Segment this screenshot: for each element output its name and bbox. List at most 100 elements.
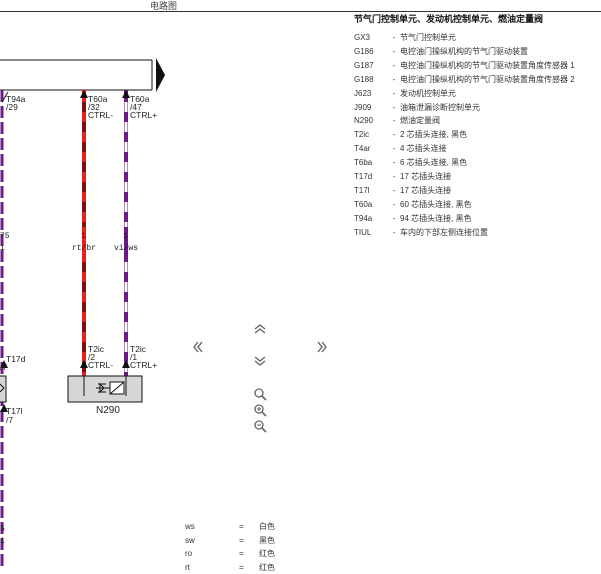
legend-item-sep: -: [388, 128, 400, 142]
legend-item: T2ic-2 芯插头连接, 黑色: [354, 128, 599, 142]
circuit-diagram[interactable]: T94a /29 75 i T17d /7 T17l /7 5 i T60a /…: [0, 12, 340, 569]
legend-item-desc: 燃油定量阀: [400, 114, 440, 128]
continue-arrow-icon: [156, 58, 165, 92]
legend-item-sep: -: [388, 184, 400, 198]
zoom-out-icon: [253, 419, 267, 433]
legend-item-desc: 电控油门操纵机构的节气门驱动装置角度传感器 2: [400, 73, 575, 87]
wire-1-mid-col: i: [0, 244, 5, 253]
legend-item-desc: 电控油门操纵机构的节气门驱动装置: [400, 45, 528, 59]
wire-1-bot2-sub: /7: [6, 416, 13, 424]
circuit-diagram-canvas: [0, 12, 340, 569]
legend-item-sep: -: [388, 45, 400, 59]
legend-item: T4ar-4 芯插头连接: [354, 142, 599, 156]
color-key-eq: =: [239, 520, 259, 534]
legend-item-code: G187: [354, 59, 388, 73]
color-key-eq: =: [239, 561, 259, 574]
color-key-row: sw=黑色: [185, 534, 275, 548]
legend-item-code: GX3: [354, 31, 388, 45]
window-title: 电路图: [150, 0, 177, 12]
component-left-fragment: [0, 376, 6, 402]
control-unit-box: [0, 58, 165, 92]
legend-item-sep: -: [388, 226, 400, 240]
zoom-in-icon: [253, 403, 267, 417]
legend-item-sep: -: [388, 59, 400, 73]
chevron-double-up-icon: [253, 323, 267, 335]
legend-item-desc: 17 芯插头连接: [400, 170, 451, 184]
legend-item-desc: 车内的下部左侧连接位置: [400, 226, 488, 240]
legend-item: T17l-17 芯插头连接: [354, 184, 599, 198]
wire-3-top-sig: CTRL+: [130, 111, 157, 119]
legend-item-desc: 17 芯插头连接: [400, 184, 451, 198]
legend-item-code: G186: [354, 45, 388, 59]
wire-1-top-sub: /29: [6, 103, 18, 111]
legend-item-desc: 发动机控制单元: [400, 87, 456, 101]
color-key-name: 红色: [259, 561, 275, 574]
legend-item-sep: -: [388, 114, 400, 128]
chevron-double-down-icon: [253, 355, 267, 367]
legend-item-desc: 60 芯插头连接, 黑色: [400, 198, 472, 212]
color-key-row: ws=白色: [185, 520, 275, 534]
legend-item-code: T6ba: [354, 156, 388, 170]
component-label: N290: [96, 405, 120, 416]
color-key-name: 黑色: [259, 534, 275, 548]
legend-item-code: T2ic: [354, 128, 388, 142]
component-n290: [68, 376, 142, 402]
legend-item-desc: 节气门控制单元: [400, 31, 456, 45]
color-key-eq: =: [239, 547, 259, 561]
wire-3-mid-col: vi/ws: [114, 244, 138, 253]
chevron-double-right-icon: [316, 340, 328, 354]
legend-item-desc: 4 芯插头连接: [400, 142, 447, 156]
legend-item-sep: -: [388, 73, 400, 87]
legend-item: TIUL-车内的下部左侧连接位置: [354, 226, 599, 240]
legend-item-sep: -: [388, 212, 400, 226]
legend-item: N290-燃油定量阀: [354, 114, 599, 128]
legend-item: T94a-94 芯插头连接, 黑色: [354, 212, 599, 226]
legend-item-desc: 94 芯插头连接, 黑色: [400, 212, 472, 226]
pan-left-button[interactable]: [190, 340, 206, 354]
color-key-name: 白色: [259, 520, 275, 534]
zoom-fit-button[interactable]: [252, 387, 268, 401]
legend-item: J909-油箱泄漏诊断控制单元: [354, 101, 599, 115]
wire-1-end-num: 5: [0, 525, 5, 534]
legend-item-sep: -: [388, 198, 400, 212]
legend-item-code: T94a: [354, 212, 388, 226]
legend-item-code: G188: [354, 73, 388, 87]
wire-1-end-col: i: [0, 537, 5, 546]
color-key-eq: =: [239, 534, 259, 548]
legend-item-code: T17d: [354, 170, 388, 184]
legend-item: T6ba-6 芯插头连接, 黑色: [354, 156, 599, 170]
legend-item: T17d-17 芯插头连接: [354, 170, 599, 184]
wire-2-bot-sig: CTRL-: [88, 361, 113, 369]
wire-1-bot-pin: T17d: [6, 355, 25, 363]
pan-right-button[interactable]: [314, 340, 330, 354]
pan-down-button[interactable]: [252, 354, 268, 368]
wire-3-bot-sig: CTRL+: [130, 361, 157, 369]
wire-1-bot2-pin: T17l: [6, 407, 23, 415]
color-key-name: 红色: [259, 547, 275, 561]
legend-item: J623-发动机控制单元: [354, 87, 599, 101]
legend-heading: 节气门控制单元、发动机控制单元、燃油定量阀: [354, 12, 599, 25]
legend-item-sep: -: [388, 170, 400, 184]
legend-item: G188-电控油门操纵机构的节气门驱动装置角度传感器 2: [354, 73, 599, 87]
legend-item: T60a-60 芯插头连接, 黑色: [354, 198, 599, 212]
wire-2-top-sig: CTRL-: [88, 111, 113, 119]
wire-2-mid-col: rt/br: [72, 244, 96, 253]
zoom-in-button[interactable]: [252, 403, 268, 417]
legend-item-sep: -: [388, 156, 400, 170]
color-key-abbr: ws: [185, 520, 239, 534]
zoom-fit-icon: [253, 387, 267, 401]
legend-item-code: TIUL: [354, 226, 388, 240]
legend-item: G186-电控油门操纵机构的节气门驱动装置: [354, 45, 599, 59]
zoom-out-button[interactable]: [252, 419, 268, 433]
legend-item-code: T60a: [354, 198, 388, 212]
color-key-abbr: sw: [185, 534, 239, 548]
pan-up-button[interactable]: [252, 322, 268, 336]
color-key-abbr: rt: [185, 561, 239, 574]
legend-item-desc: 2 芯插头连接, 黑色: [400, 128, 467, 142]
color-key-row: rt=红色: [185, 561, 275, 574]
legend-item: G187-电控油门操纵机构的节气门驱动装置角度传感器 1: [354, 59, 599, 73]
wire-2-mid-num: 1: [81, 232, 86, 241]
legend-item-sep: -: [388, 87, 400, 101]
